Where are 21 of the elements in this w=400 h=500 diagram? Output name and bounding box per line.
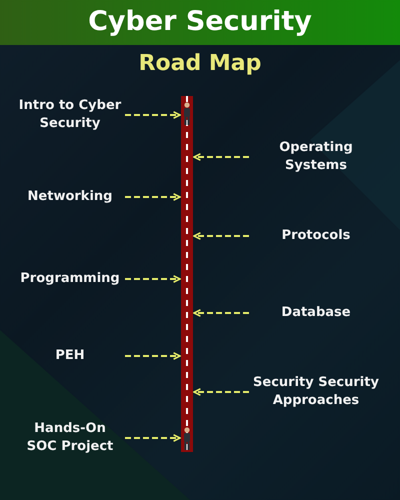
step-label: Intro to Cyber Security	[18, 97, 122, 133]
arrow	[193, 153, 249, 161]
step-label: Programming	[18, 270, 122, 288]
arrow	[125, 111, 181, 119]
subtitle: Road Map	[138, 50, 262, 78]
arrow	[193, 309, 249, 317]
arrow	[193, 388, 249, 396]
title: Cyber Security	[87, 5, 313, 39]
arrow	[125, 275, 181, 283]
step-label: Hands-On SOC Project	[18, 420, 122, 456]
arrow	[125, 434, 181, 442]
step-label: Operating Systems	[252, 139, 380, 175]
step-label: Security Security Approaches	[252, 374, 380, 410]
step-label: Protocols	[252, 227, 380, 245]
step-label: PEH	[18, 347, 122, 365]
step-label: Database	[252, 304, 380, 322]
road	[181, 96, 193, 452]
arrow	[125, 352, 181, 360]
arrow	[125, 193, 181, 201]
arrow	[193, 232, 249, 240]
step-label: Networking	[18, 188, 122, 206]
